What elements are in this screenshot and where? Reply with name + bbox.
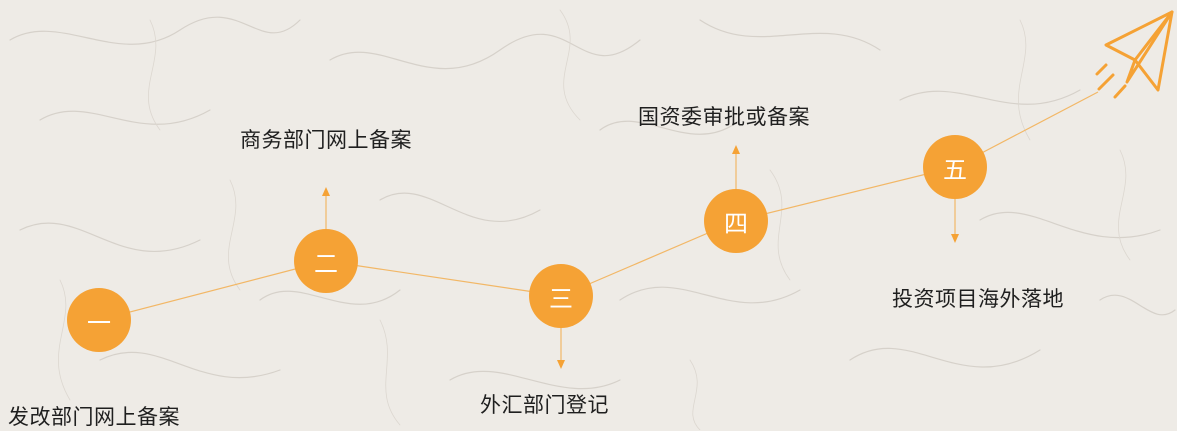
connector-2-3 [325, 260, 562, 297]
step-4-label: 国资委审批或备案 [638, 105, 810, 129]
step-1-label: 发改部门网上备案 [8, 405, 180, 429]
arrow-up-step-2 [322, 187, 330, 229]
arrow-up-step-4 [732, 145, 740, 189]
step-5-node: 五 [923, 135, 987, 199]
step-3-node: 三 [529, 264, 593, 328]
step-1-node: 一 [67, 288, 131, 352]
paper-plane-icon [1095, 10, 1174, 99]
step-2-label: 商务部门网上备案 [240, 128, 412, 152]
step-5-label: 投资项目海外落地 [892, 287, 1064, 311]
arrow-down-step-5 [951, 199, 959, 243]
step-2-node: 二 [294, 229, 358, 293]
arrow-down-step-3 [557, 328, 565, 369]
step-4-node: 四 [704, 189, 768, 253]
connector-4-5 [735, 166, 956, 222]
connector-1-2 [98, 260, 327, 321]
step-3-label: 外汇部门登记 [480, 393, 609, 417]
